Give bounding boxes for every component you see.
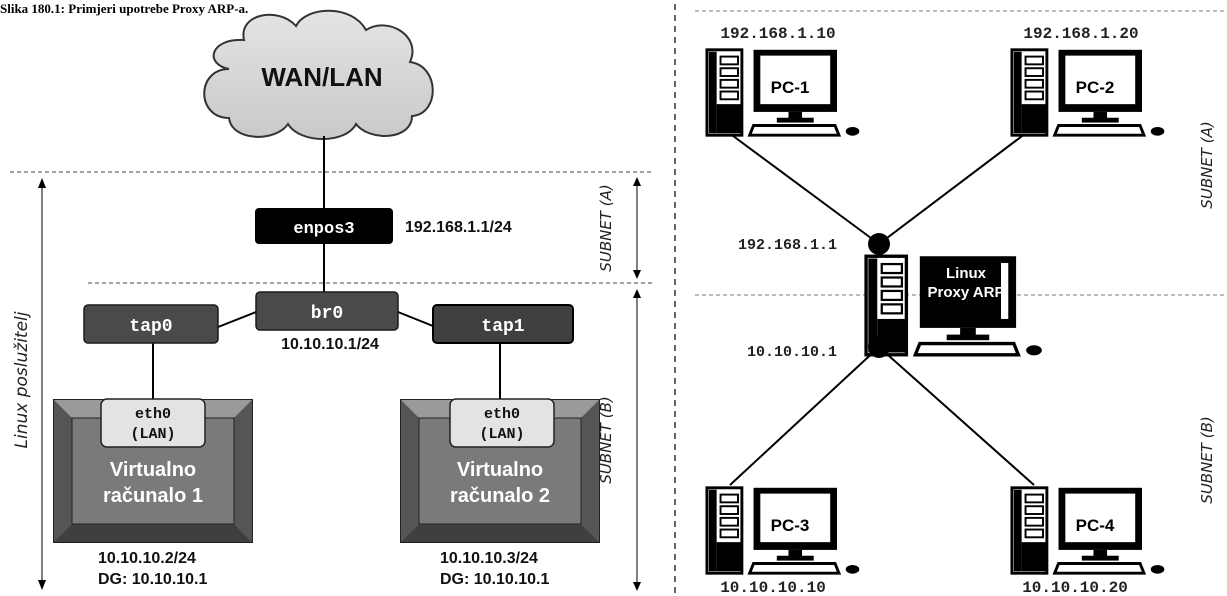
right-subnet-b-label: SUBNET (B): [1198, 416, 1216, 503]
virtual-machine-2: eth0 (LAN) Virtualno računalo 2: [400, 398, 600, 543]
proxy-arp-line1: Linux: [946, 265, 987, 282]
proxy-to-pc4-link: [878, 346, 1035, 486]
right-subnet-a-label: SUBNET (A): [1198, 121, 1216, 208]
vm2-gateway: DG: 10.10.10.1: [440, 571, 550, 588]
tap1-label: tap1: [481, 317, 524, 337]
enpos3-interface-box: [255, 208, 393, 244]
vm2-ip: 10.10.10.3/24: [440, 550, 538, 567]
vm2-name-line1: Virtualno: [457, 459, 543, 481]
left-subnet-b-arrow: [633, 289, 641, 591]
br0-bridge-box: [255, 291, 399, 331]
tap1-interface-box: [432, 304, 574, 344]
vm1-eth0-label: eth0: [135, 406, 171, 423]
proxy-subnet-a-ip: 192.168.1.1: [738, 237, 837, 254]
pc1-to-proxy-link: [724, 129, 880, 245]
wan-lan-cloud: WAN/LAN: [203, 9, 434, 140]
left-subnet-a-arrow: [633, 177, 641, 279]
proxy-arp-screen-fill: [923, 260, 1001, 322]
cloud-label: WAN/LAN: [261, 62, 382, 92]
pc2-to-proxy-link: [878, 129, 1031, 245]
proxy-subnet-a-interface-node: [868, 233, 890, 255]
vm2-eth0-label: eth0: [484, 406, 520, 423]
vm1-name-line1: Virtualno: [110, 459, 196, 481]
enpos3-ip: 192.168.1.1/24: [405, 219, 512, 236]
vm2-name-line2: računalo 2: [450, 485, 550, 507]
br0-ip: 10.10.10.1/24: [281, 336, 379, 353]
proxy-subnet-b-interface-node: [868, 336, 890, 358]
pc1-label: PC-1: [771, 78, 810, 97]
left-subnet-a-label: SUBNET (A): [597, 184, 615, 271]
linux-host-label: Linux poslužitelj: [12, 311, 32, 448]
left-subnet-b-label: SUBNET (B): [597, 396, 615, 483]
proxy-to-pc3-link: [729, 346, 880, 486]
pc4-ip: 10.10.10.20: [1022, 579, 1128, 596]
figure-caption: Slika 180.1: Primjeri upotrebe Proxy ARP…: [0, 1, 248, 16]
vm1-gateway: DG: 10.10.10.1: [98, 571, 208, 588]
pc2-label: PC-2: [1076, 78, 1115, 97]
tap0-label: tap0: [129, 317, 172, 337]
pc3-label: PC-3: [771, 516, 810, 535]
vm2-lan-label: (LAN): [479, 426, 524, 443]
vm1-ip: 10.10.10.2/24: [98, 550, 196, 567]
pc2-ip: 192.168.1.20: [1023, 25, 1138, 43]
pc1-ip: 192.168.1.10: [720, 25, 835, 43]
vm1-lan-label: (LAN): [130, 426, 175, 443]
virtual-machine-1: eth0 (LAN) Virtualno računalo 1: [53, 398, 253, 543]
linux-host-span-arrow: [38, 178, 46, 590]
pc3-ip: 10.10.10.10: [720, 579, 826, 596]
proxy-subnet-b-ip: 10.10.10.1: [747, 344, 837, 361]
vm1-name-line2: računalo 1: [103, 485, 203, 507]
br0-to-tap0-link: [217, 311, 257, 328]
br0-to-tap1-link: [397, 311, 434, 327]
br0-label: br0: [311, 304, 343, 324]
pc4-label: PC-4: [1076, 516, 1115, 535]
proxy-arp-line2: Proxy ARP: [928, 284, 1005, 301]
enpos3-label: enpos3: [293, 220, 354, 239]
tap0-interface-box: [83, 304, 219, 344]
